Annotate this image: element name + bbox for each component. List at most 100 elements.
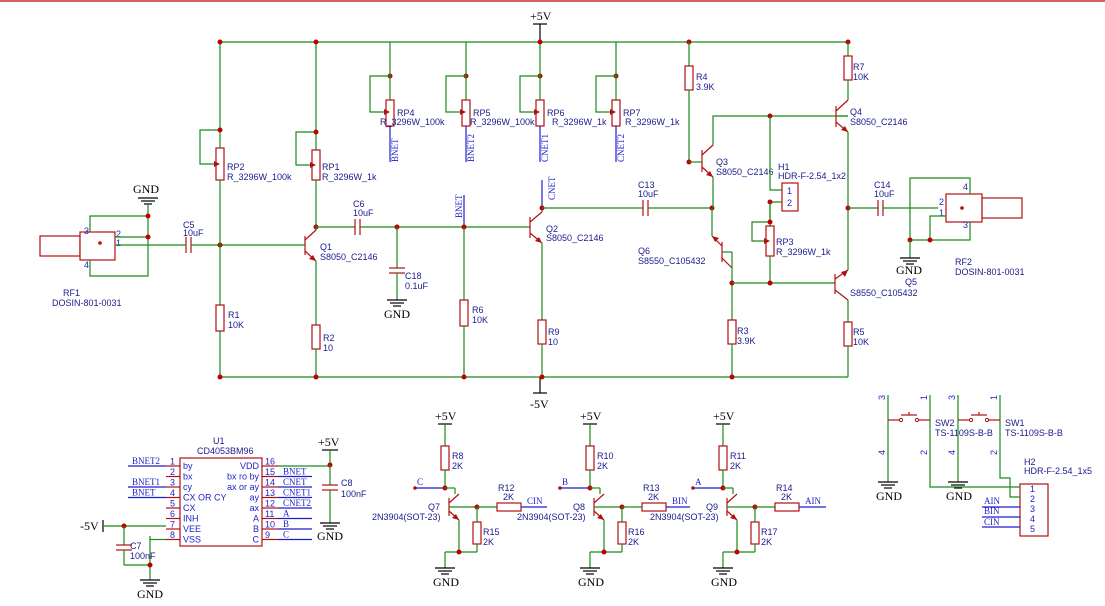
- c5-val: 10uF: [183, 228, 204, 238]
- u1-vcc-label: +5V: [318, 435, 340, 449]
- h2-net-ain: AIN: [984, 496, 1000, 506]
- r4-val: 3.9K: [696, 82, 715, 92]
- shifter-q-ref-2: Q8: [573, 502, 585, 512]
- rp7-val: R_3296W_1k: [625, 117, 680, 127]
- rp6-ref: RP6: [547, 108, 565, 118]
- svg-text:9: 9: [265, 530, 270, 540]
- rp2-val: R_3296W_100k: [227, 172, 292, 182]
- rf1-part: DOSIN-801-0031: [52, 298, 122, 308]
- q2-val: S8050_C2146: [546, 233, 604, 243]
- shifter-re-val-2: 2K: [628, 537, 639, 547]
- rp7-ref: RP7: [623, 108, 641, 118]
- shifter-rs-ref-1: R12: [498, 483, 515, 493]
- u1-pin-3-name: cy: [183, 482, 193, 492]
- h2-net-bin: BIN: [984, 506, 1000, 516]
- rp4-ref: RP4: [397, 108, 415, 118]
- svg-text:3: 3: [1030, 504, 1035, 514]
- c5-ref: C5: [183, 220, 195, 230]
- pot-bank: BNET RP4 R_3296W_100k BNET2 RP5 R_3296W_…: [369, 42, 680, 162]
- rp1-ref: RP1: [322, 162, 340, 172]
- svg-text:11: 11: [265, 509, 274, 519]
- rp1-val: R_3296W_1k: [322, 172, 377, 182]
- c8-ref: C8: [341, 478, 353, 488]
- shifter-re-val-3: 2K: [761, 537, 772, 547]
- gnd-label-c8: GND: [317, 529, 343, 543]
- switch-val-1: TS-1109S-B-B: [935, 428, 993, 438]
- svg-text:2: 2: [939, 197, 944, 207]
- q1-ref: Q1: [320, 242, 332, 252]
- svg-text:4: 4: [877, 450, 887, 455]
- gnd-label-c18: GND: [384, 307, 410, 321]
- rf2-part: DOSIN-801-0031: [955, 267, 1025, 277]
- h2-body: [1019, 483, 1049, 537]
- c18-val: 0.1uF: [405, 281, 429, 291]
- svg-text:CNET2: CNET2: [616, 134, 626, 162]
- q2-ref: Q2: [546, 224, 558, 234]
- shifter-re-ref-3: R17: [761, 527, 778, 537]
- h1-part: HDR-F-2.54_1x2: [778, 171, 846, 181]
- q4-val: S8050_C2146: [850, 117, 908, 127]
- svg-text:3: 3: [877, 395, 887, 400]
- rp3-ref: RP3: [776, 237, 794, 247]
- shifter-in-net-2: B: [562, 477, 568, 487]
- h2-ref: H2: [1024, 457, 1036, 467]
- svg-text:BNET: BNET: [390, 138, 400, 162]
- svg-text:1: 1: [989, 395, 999, 400]
- shifter-vcc-label-1: +5V: [435, 409, 457, 423]
- r3-ref: R3: [737, 326, 749, 336]
- shifter-q-val-1: 2N3904(SOT-23): [372, 512, 441, 522]
- u1-pin-16-name: VDD: [240, 461, 260, 471]
- c18-ref: C18: [405, 271, 422, 281]
- svg-text:3: 3: [84, 226, 89, 236]
- gnd-label-rf2: GND: [896, 263, 922, 277]
- u1-net-4: BNET: [132, 488, 156, 498]
- cnet-net-label: CNET: [547, 176, 557, 200]
- shifter-re-ref-1: R15: [483, 527, 500, 537]
- svg-text:3: 3: [947, 395, 957, 400]
- gnd-label-c7: GND: [137, 587, 163, 601]
- r9-ref: R9: [548, 327, 560, 337]
- r2-val: 10: [323, 343, 333, 353]
- q3-val: S8050_C2146: [716, 167, 774, 177]
- svg-text:4: 4: [963, 182, 968, 192]
- r7-val: 10K: [853, 72, 869, 82]
- h2-part: HDR-F-2.54_1x5: [1024, 466, 1092, 476]
- svg-text:1: 1: [170, 457, 175, 467]
- svg-text:CNET1: CNET1: [540, 134, 550, 162]
- gnd-label-rf1: GND: [133, 182, 159, 196]
- h1-ref: H1: [778, 162, 790, 172]
- h2-net-cin: CIN: [984, 517, 1000, 527]
- shifter-q-val-3: 2N3904(SOT-23): [650, 512, 719, 522]
- u1-pin-7-name: VEE: [183, 524, 201, 534]
- r6-val: 10K: [472, 315, 488, 325]
- shifter-rs-val-2: 2K: [648, 492, 659, 502]
- switch-val-2: TS-1109S-B-B: [1005, 428, 1063, 438]
- svg-text:1: 1: [116, 238, 121, 248]
- u1-pin-12-name: ax: [249, 503, 259, 513]
- shifter-out-net-2: BIN: [672, 496, 688, 506]
- svg-text:4: 4: [1030, 514, 1035, 524]
- amplifier-section: +5V -5V 3 2 1 4 RF1 DOSIN-801-0031 GND: [39, 9, 1025, 411]
- shifter-out-net-3: AIN: [805, 496, 821, 506]
- shifter-q-ref-1: Q7: [428, 502, 440, 512]
- svg-text:1: 1: [919, 395, 929, 400]
- shifter-vcc-label-2: +5V: [580, 409, 602, 423]
- shifter-rtop-ref-1: R8: [452, 451, 464, 461]
- rf2-ref: RF2: [955, 257, 972, 267]
- rf1-connector: 3 2 1 4 RF1 DOSIN-801-0031: [39, 226, 122, 308]
- u1-net-13: CNET1: [283, 488, 311, 498]
- svg-text:3: 3: [963, 220, 968, 230]
- shifter-rtop-val-3: 2K: [730, 461, 741, 471]
- svg-text:BNET2: BNET2: [466, 134, 476, 162]
- svg-text:1: 1: [787, 186, 792, 196]
- u1-pin-15-name: bx ro by: [227, 472, 260, 482]
- u1-pin-11-name: A: [253, 514, 259, 524]
- shifter-gnd-label-1: GND: [433, 575, 459, 589]
- u1-pin-6-name: INH: [183, 514, 199, 524]
- u1-pin-2-name: bx: [183, 472, 193, 482]
